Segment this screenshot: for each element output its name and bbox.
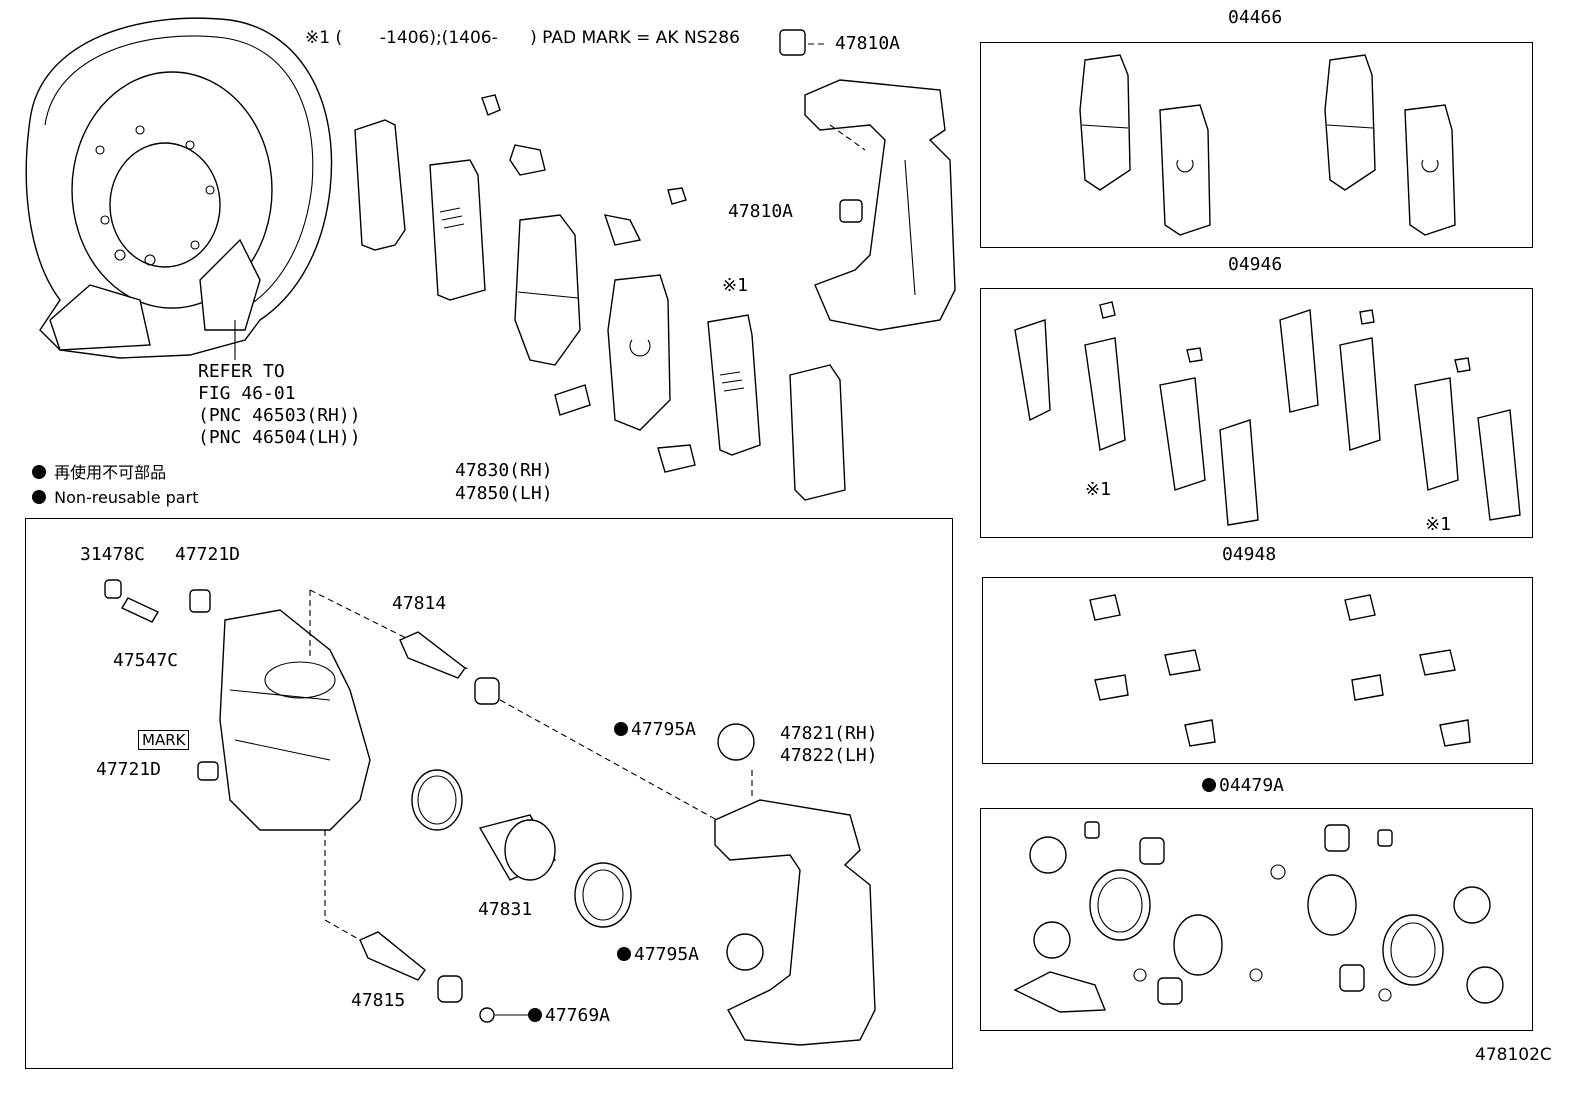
label-31478C: 31478C	[80, 544, 146, 565]
label-47810A-mid: 47810A	[728, 201, 794, 222]
legend-non-reusable-jp: 再使用不可部品	[32, 463, 166, 483]
bolt-47810A-mid	[839, 199, 863, 223]
non-reusable-dot-icon	[32, 465, 46, 479]
label-kit-04948: 04948	[1222, 544, 1277, 565]
label-47795A-top: 47795A	[614, 720, 696, 740]
dust-shield	[25, 17, 333, 360]
refer-line-3: (PNC 46503(RH))	[198, 405, 361, 426]
label-mounting-lh: 47822(LH)	[780, 745, 878, 766]
mark-tag: MARK	[138, 730, 190, 750]
kit-04946-drawing	[1014, 301, 1521, 526]
label-caliper-rh: 47830(RH)	[455, 460, 553, 481]
legend-non-reusable-en: Non-reusable part	[32, 488, 198, 508]
label-kit-04479A: 04479A	[1202, 776, 1284, 796]
label-47547C: 47547C	[113, 650, 179, 671]
refer-line-1: REFER TO	[198, 361, 285, 382]
label-47815: 47815	[351, 990, 406, 1011]
figure-code: 478102C	[1475, 1045, 1552, 1065]
label-47814: 47814	[392, 593, 447, 614]
caliper-assembly-box	[25, 518, 953, 1069]
refer-line-4: (PNC 46504(LH))	[198, 427, 361, 448]
refer-line-2: FIG 46-01	[198, 383, 296, 404]
label-47721D-top: 47721D	[175, 544, 241, 565]
non-reusable-dot-icon	[617, 947, 631, 961]
kit-box-04946	[980, 288, 1533, 538]
kit-04479A-drawing	[1013, 821, 1504, 1013]
kit-04466-drawing	[1079, 54, 1456, 236]
kit-box-04466	[980, 42, 1533, 248]
asterisk-mark-kit-right: ※1	[1425, 514, 1451, 535]
kit-04948-drawing	[1089, 594, 1471, 747]
asterisk-mark-top: ※1	[722, 275, 748, 296]
non-reusable-dot-icon	[1202, 778, 1216, 792]
label-mounting-rh: 47821(RH)	[780, 723, 878, 744]
kit-box-04479A	[980, 808, 1533, 1031]
label-47831: 47831	[478, 899, 533, 920]
label-47721D-left: 47721D	[96, 759, 162, 780]
label-47769A: 47769A	[528, 1006, 610, 1026]
top-mounting	[804, 79, 956, 331]
label-kit-04946: 04946	[1228, 254, 1283, 275]
label-47810A-top: 47810A	[835, 33, 901, 54]
top-pads	[354, 94, 846, 501]
caliper-drawing	[104, 579, 876, 1046]
non-reusable-dot-icon	[32, 490, 46, 504]
non-reusable-dot-icon	[528, 1008, 542, 1022]
kit-box-04948	[982, 577, 1533, 764]
label-kit-04466: 04466	[1228, 7, 1283, 28]
non-reusable-dot-icon	[614, 722, 628, 736]
asterisk-mark-kit-left: ※1	[1085, 479, 1111, 500]
bolt-47810A-top	[779, 29, 828, 56]
pad-mark-note: ※1 ( -1406);(1406- ) PAD MARK = AK NS286	[305, 28, 740, 48]
label-47795A-bottom: 47795A	[617, 945, 699, 965]
label-caliper-lh: 47850(LH)	[455, 483, 553, 504]
